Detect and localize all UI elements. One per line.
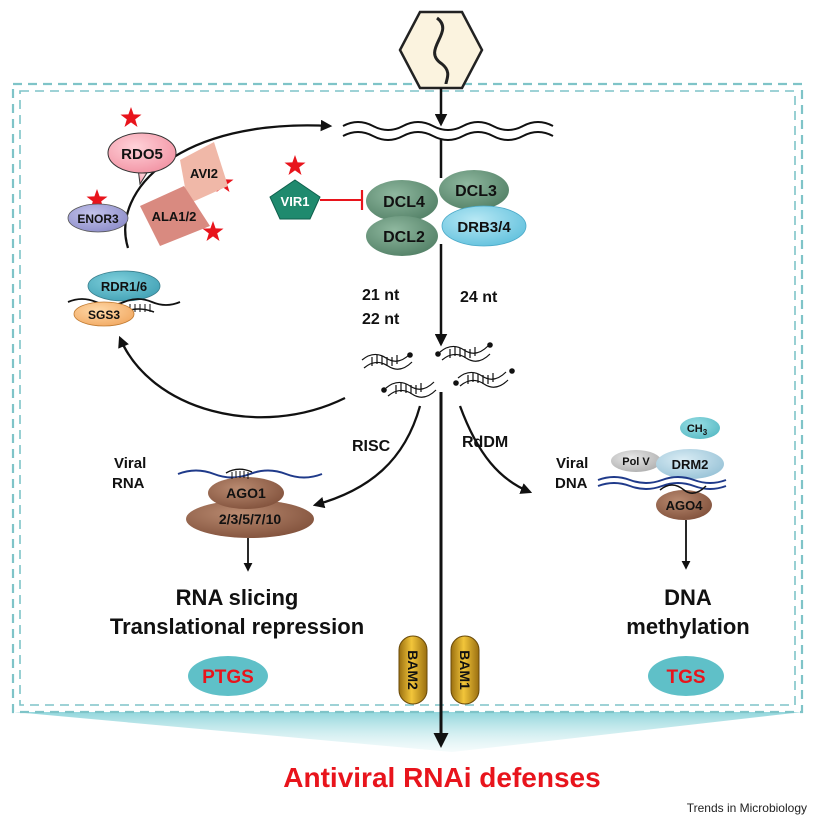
ala12-label: ALA1/2 <box>152 209 197 224</box>
avi2-node: AVI2 <box>180 142 228 204</box>
ago-multi-label: 2/3/5/7/10 <box>219 511 281 527</box>
ptgs-label: PTGS <box>202 667 254 688</box>
ago1-label: AGO1 <box>226 485 266 501</box>
srna-duplex-3 <box>381 381 437 398</box>
ago1-shape <box>208 477 284 509</box>
ch3-label: CH3 <box>687 423 708 437</box>
dashed-border-inner <box>19 90 796 706</box>
viral-dna-label-line1: Viral <box>556 455 588 472</box>
viral-rna-strand <box>177 469 323 479</box>
star-enor3 <box>86 189 108 209</box>
enor3-node: ENOR3 <box>67 203 129 233</box>
ago1-complex: AGO1 2/3/5/7/10 <box>186 468 314 538</box>
bam2-node: BAM2 <box>398 635 428 705</box>
bam1-node: BAM1 <box>450 635 480 705</box>
bam1-label: BAM1 <box>457 650 473 690</box>
diagram-title: Antiviral RNAi defenses <box>283 762 600 793</box>
dcl3-label: DCL3 <box>455 183 497 200</box>
amplification-loop-bottom-arrow <box>118 335 346 419</box>
ago-multi-shape <box>186 500 314 538</box>
virus-hexagon-icon <box>398 10 484 90</box>
viral-dna-strand-1 <box>597 476 727 484</box>
rdr16-label: RDR1/6 <box>101 279 147 294</box>
defense-funnel <box>14 712 802 752</box>
rdr-complex: RDR1/6 SGS3 <box>67 270 181 327</box>
drm2-shape <box>656 449 724 479</box>
ptgs-badge: PTGS <box>188 656 268 696</box>
drm2-label: DRM2 <box>672 457 709 472</box>
dcl4-shape <box>366 180 438 222</box>
bam2-label: BAM2 <box>405 650 421 690</box>
drb34-label: DRB3/4 <box>457 219 511 236</box>
star-vir1 <box>284 155 306 175</box>
nt24-label: 24 nt <box>460 289 498 306</box>
dcl2-label: DCL2 <box>383 229 425 246</box>
ptgs-outcome-line1: RNA slicing <box>176 585 299 610</box>
ago4-shape <box>656 490 712 520</box>
star-ala12 <box>202 221 224 241</box>
srna-duplex-4 <box>453 368 515 388</box>
dcl2-shape <box>366 216 438 256</box>
tgs-label: TGS <box>666 667 705 688</box>
viral-rna-label-line2: RNA <box>112 475 145 492</box>
vir1-label: VIR1 <box>281 194 310 209</box>
source-credit: Trends in Microbiology <box>687 801 807 815</box>
rdo5-node: RDO5 <box>107 132 177 186</box>
polv-label: Pol V <box>622 456 650 468</box>
rddm-label: RdDM <box>462 434 508 451</box>
tgs-badge: TGS <box>648 656 724 696</box>
ptgs-outcome-line2: Translational repression <box>110 614 364 639</box>
drb34-shape <box>441 205 527 247</box>
tgs-outcome-line2: methylation <box>626 614 749 639</box>
rdr-rna-strand <box>67 298 181 306</box>
dcl4-label: DCL4 <box>383 194 425 211</box>
nt21-label: 21 nt <box>362 287 400 304</box>
viral-rna-label-line1: Viral <box>114 455 146 472</box>
srna-duplex-2 <box>435 342 493 362</box>
dcl-cluster: DCL4 DCL2 DCL3 DRB3/4 <box>366 170 527 256</box>
ch3-shape <box>680 417 720 439</box>
dashed-border-outer <box>11 82 804 714</box>
nt22-label: 22 nt <box>362 311 400 328</box>
viral-dna-label-line2: DNA <box>555 475 588 492</box>
ago4-label: AGO4 <box>666 498 704 513</box>
sgs3-label: SGS3 <box>88 308 120 322</box>
dcl3-shape <box>439 170 509 210</box>
srna-duplex-1 <box>361 352 413 370</box>
rddm-branch-arrow <box>458 405 533 494</box>
enor3-label: ENOR3 <box>77 212 119 226</box>
small-rna-duplexes <box>361 342 515 398</box>
rdo5-label: RDO5 <box>121 146 163 163</box>
polv-shape <box>611 450 661 472</box>
rddm-complex: CH3 Pol V DRM2 AGO4 <box>597 417 727 520</box>
ala12-node: ALA1/2 <box>140 186 210 246</box>
risc-branch-arrow <box>312 405 422 509</box>
star-rdo5 <box>120 107 142 127</box>
tgs-outcome-line1: DNA <box>664 585 712 610</box>
avi2-label: AVI2 <box>190 166 218 181</box>
vir1-node: VIR1 <box>269 179 364 220</box>
risc-label: RISC <box>352 438 391 455</box>
dsrna-strands <box>342 121 554 141</box>
